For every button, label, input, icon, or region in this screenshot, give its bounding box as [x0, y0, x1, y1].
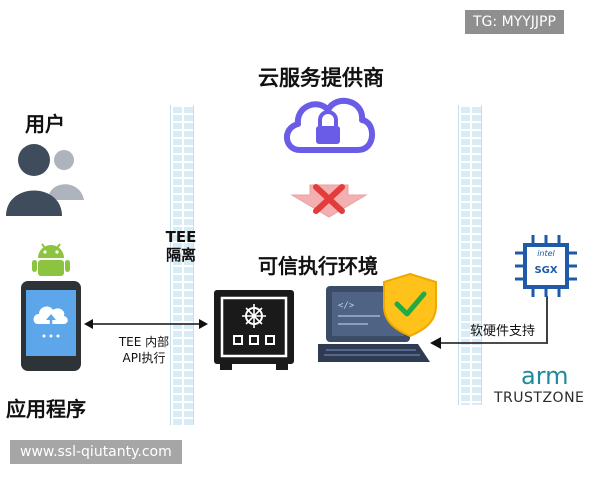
cloud-provider-label: 云服务提供商 — [258, 66, 384, 90]
tee-isolation-label: TEE 隔离 — [161, 228, 201, 264]
arm-product: TRUSTZONE — [494, 390, 585, 406]
api-link-line2: API执行 — [122, 351, 166, 365]
app-label: 应用程序 — [6, 397, 86, 421]
svg-text:</>: </> — [338, 301, 355, 311]
user-label: 用户 — [25, 112, 65, 136]
user-group-icon — [6, 144, 84, 216]
api-bidirectional-arrow — [84, 319, 208, 329]
trusted-env-label: 可信执行环境 — [258, 254, 378, 278]
arm-brand: arm — [521, 362, 569, 390]
chip-icon — [515, 235, 577, 297]
intel-brand: intel — [537, 249, 555, 258]
safe-icon — [214, 290, 294, 370]
phone-icon — [21, 281, 81, 371]
top-tag: TG: MYYJJPP — [465, 10, 564, 34]
watermark: www.ssl-qiutanty.com — [10, 440, 182, 464]
intel-sgx-chip: intel SGX — [513, 233, 579, 299]
api-link-line1: TEE 内部 — [118, 335, 170, 349]
api-link-label: TEE 内部 API执行 — [104, 334, 184, 366]
blocked-arrow-icon — [290, 184, 368, 218]
tee-isolation-line1: TEE — [165, 228, 197, 246]
android-icon — [32, 243, 70, 276]
hw-support-connector — [546, 296, 548, 344]
hw-support-arrow — [430, 337, 546, 349]
tee-isolation-wall — [170, 105, 194, 425]
provider-isolation-wall — [458, 105, 482, 405]
hw-support-label: 软硬件支持 — [470, 324, 536, 339]
intel-product: SGX — [534, 265, 558, 276]
tee-isolation-line2: 隔离 — [165, 246, 196, 264]
laptop-shield-icon: </> — [318, 272, 437, 362]
cloud-lock-icon — [284, 98, 375, 153]
